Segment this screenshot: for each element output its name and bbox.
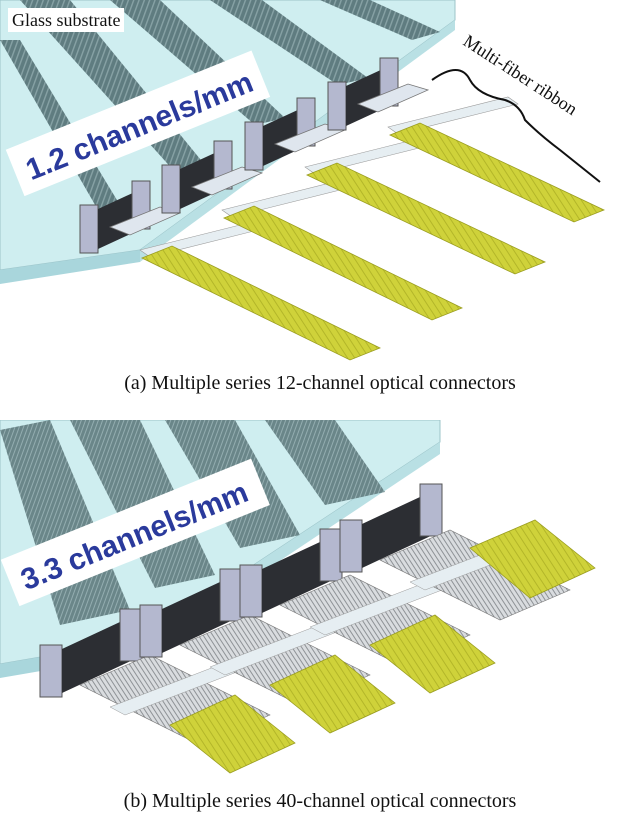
fiber-ribbon bbox=[141, 245, 381, 361]
glass-substrate-label: Glass substrate bbox=[8, 8, 125, 32]
fiber-ribbon bbox=[223, 205, 463, 321]
waveguide-stripe bbox=[210, 0, 368, 85]
diagram-panel-b: 3.3 channels/mm bbox=[0, 420, 640, 778]
diagram-panel-a: Multi-fiber ribbon 1.2 channels/mm Glass… bbox=[0, 0, 640, 362]
waveguide-band bbox=[265, 420, 385, 505]
fiber-ribbon bbox=[388, 122, 606, 223]
glass-edge bbox=[0, 250, 140, 284]
panel-a-illustration: Multi-fiber ribbon 1.2 channels/mm bbox=[0, 0, 606, 361]
fiber-ribbon bbox=[369, 614, 496, 694]
connector-12ch bbox=[79, 180, 271, 258]
panel-b-illustration: 3.3 channels/mm bbox=[0, 420, 596, 774]
fiber-ribbon bbox=[269, 654, 396, 734]
waveguide-stripe bbox=[320, 0, 440, 40]
connector-12ch bbox=[161, 140, 353, 218]
fiber-ribbon bbox=[306, 162, 546, 275]
caption-a: (a) Multiple series 12-channel optical c… bbox=[124, 372, 516, 394]
caption-b: (b) Multiple series 40-channel optical c… bbox=[123, 790, 517, 812]
fiber-ribbon bbox=[169, 694, 296, 774]
fiber-ribbon bbox=[469, 519, 596, 599]
ribbon-bracket bbox=[431, 69, 601, 183]
